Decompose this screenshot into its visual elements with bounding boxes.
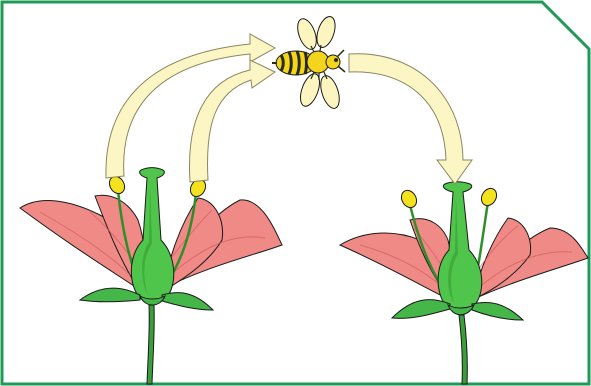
bee-eye <box>334 58 338 62</box>
